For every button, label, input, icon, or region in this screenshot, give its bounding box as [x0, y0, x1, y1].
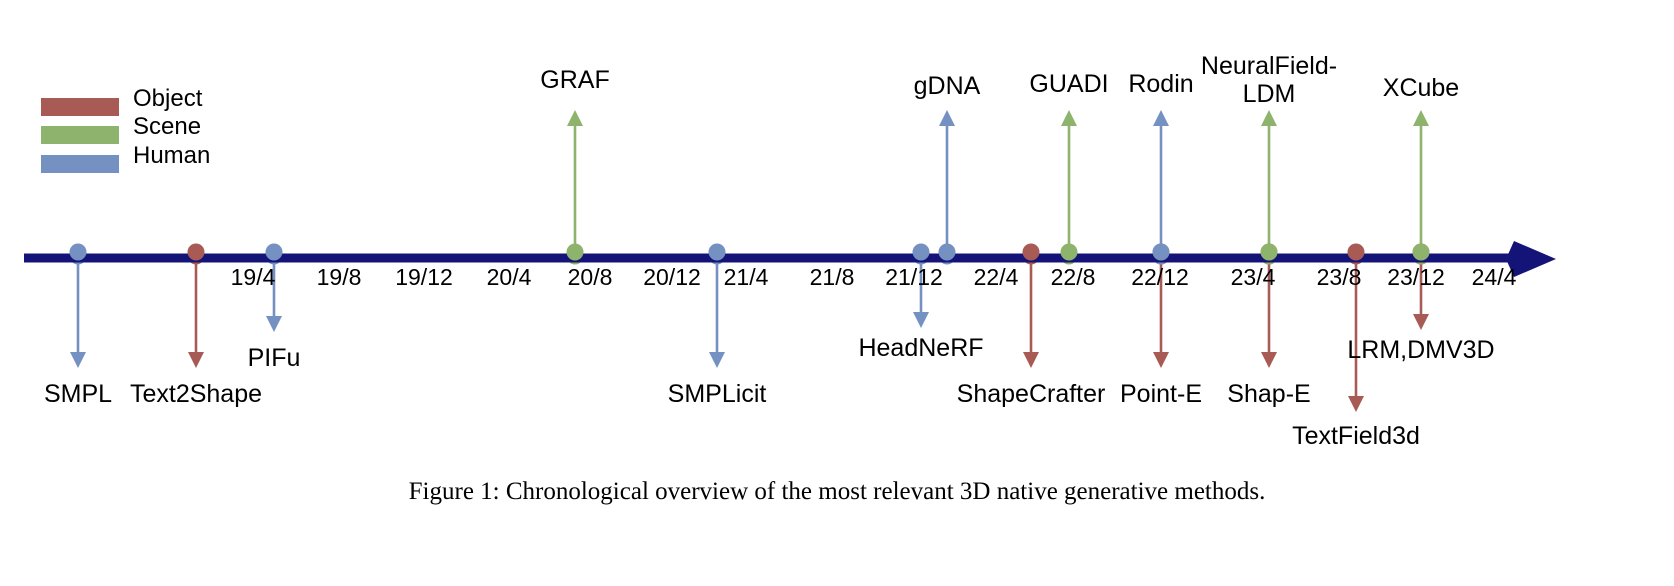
event-marker-guadi — [1060, 110, 1078, 265]
axis-tick-label: 23/12 — [1387, 264, 1445, 290]
method-label-guadi: GUADI — [1029, 70, 1109, 98]
method-label-rodin: Rodin — [1128, 70, 1194, 98]
method-label-graf: GRAF — [540, 66, 610, 94]
event-dot-top — [1060, 243, 1078, 261]
event-marker-neuralfield-ldm — [1260, 110, 1278, 265]
event-arrowhead — [1061, 110, 1077, 126]
event-marker-shapecrafter — [1022, 247, 1040, 368]
event-arrowhead — [1413, 110, 1429, 126]
method-label-shap-e: Shap-E — [1227, 380, 1311, 408]
event-marker-rodin — [1152, 110, 1170, 265]
event-dot-top — [1152, 243, 1170, 261]
method-label-xcube: XCube — [1382, 74, 1460, 102]
event-dot — [1412, 247, 1430, 265]
event-dot-top — [69, 243, 87, 261]
method-label-lrm-dmv3d: LRM,DMV3D — [1347, 336, 1495, 364]
event-arrowhead — [1153, 352, 1169, 368]
event-dot-top — [187, 243, 205, 261]
axis-tick-label: 22/8 — [1050, 264, 1096, 290]
event-dot — [938, 247, 956, 265]
event-arrowhead — [266, 316, 282, 332]
event-arrowhead — [70, 352, 86, 368]
event-dot — [1260, 247, 1278, 265]
event-dot — [265, 247, 283, 265]
event-dot-top — [265, 243, 283, 261]
event-dot-top — [1412, 243, 1430, 261]
event-dot — [1260, 247, 1278, 265]
event-dot-top — [1152, 243, 1170, 261]
event-arrowhead — [1413, 314, 1429, 330]
event-dots-overlay — [69, 243, 1430, 261]
event-arrowhead — [188, 352, 204, 368]
legend-label-human: Human — [133, 142, 211, 169]
axis-tick-label: 19/12 — [395, 264, 453, 290]
legend-swatch-human — [41, 155, 119, 173]
legend-swatch-object — [41, 98, 119, 116]
axis-tick-label: 20/4 — [486, 264, 532, 290]
method-label-textfield3d: TextField3d — [1292, 422, 1420, 450]
axis-tick-label: 21/4 — [723, 264, 769, 290]
event-marker-smpl — [69, 247, 87, 368]
event-dot — [1347, 247, 1365, 265]
event-dot-top — [1412, 243, 1430, 261]
event-dot — [1060, 247, 1078, 265]
event-dot-top — [938, 243, 956, 261]
axis-tick-label: 24/4 — [1471, 264, 1517, 290]
method-label-shapecrafter: ShapeCrafter — [956, 380, 1106, 408]
axis-tick-label: 19/4 — [230, 264, 276, 290]
event-arrowhead — [1261, 110, 1277, 126]
method-label-neuralfield-ldm: NeuralField-LDM — [1200, 52, 1338, 108]
legend-label-scene: Scene — [133, 113, 202, 140]
event-arrowhead — [567, 110, 583, 126]
axis-tick-label: 22/4 — [973, 264, 1019, 290]
event-dot-top — [1260, 243, 1278, 261]
method-label-headnerf: HeadNeRF — [858, 334, 984, 362]
method-label-smplicit: SMPLicit — [667, 380, 767, 408]
legend-label-object: Object — [133, 85, 203, 112]
event-dot-top — [566, 243, 584, 261]
event-dot — [1152, 247, 1170, 265]
event-dot-top — [1260, 243, 1278, 261]
axis-tick-label: 21/12 — [885, 264, 943, 290]
event-marker-text2shape — [187, 247, 205, 368]
figure-caption: Figure 1: Chronological overview of the … — [408, 478, 1266, 505]
event-dot — [69, 247, 87, 265]
event-arrowhead — [709, 352, 725, 368]
event-arrowhead — [939, 110, 955, 126]
axis-tick-label: 20/8 — [567, 264, 613, 290]
event-marker-xcube — [1412, 110, 1430, 265]
axis-tick-label: 23/8 — [1316, 264, 1362, 290]
axis-tick-label: 21/8 — [809, 264, 855, 290]
event-arrowhead — [1023, 352, 1039, 368]
axis-tick-label: 19/8 — [316, 264, 362, 290]
axis-tick-label: 22/12 — [1131, 264, 1189, 290]
method-label-gdna: gDNA — [913, 72, 981, 100]
method-label-pifu: PIFu — [247, 344, 301, 372]
axis-tick-label: 20/12 — [643, 264, 701, 290]
event-arrowhead — [1261, 352, 1277, 368]
event-dot-top — [708, 243, 726, 261]
event-dot — [1412, 247, 1430, 265]
event-dot — [708, 247, 726, 265]
event-dot — [1022, 247, 1040, 265]
event-dot — [187, 247, 205, 265]
event-dot-top — [1347, 243, 1365, 261]
method-label-smpl: SMPL — [43, 380, 113, 408]
method-label-point-e: Point-E — [1120, 380, 1202, 408]
event-dot — [1152, 247, 1170, 265]
event-arrowhead — [1153, 110, 1169, 126]
axis-tick-label: 23/4 — [1230, 264, 1276, 290]
event-marker-gdna — [938, 110, 956, 265]
event-dot-top — [912, 243, 930, 261]
event-arrowhead — [913, 312, 929, 328]
event-marker-graf — [566, 110, 584, 265]
event-dot — [912, 247, 930, 265]
event-arrowhead — [1348, 396, 1364, 412]
event-dot-top — [1022, 243, 1040, 261]
method-label-text2shape: Text2Shape — [129, 380, 263, 408]
legend-swatch-scene — [41, 126, 119, 144]
event-dot — [566, 247, 584, 265]
